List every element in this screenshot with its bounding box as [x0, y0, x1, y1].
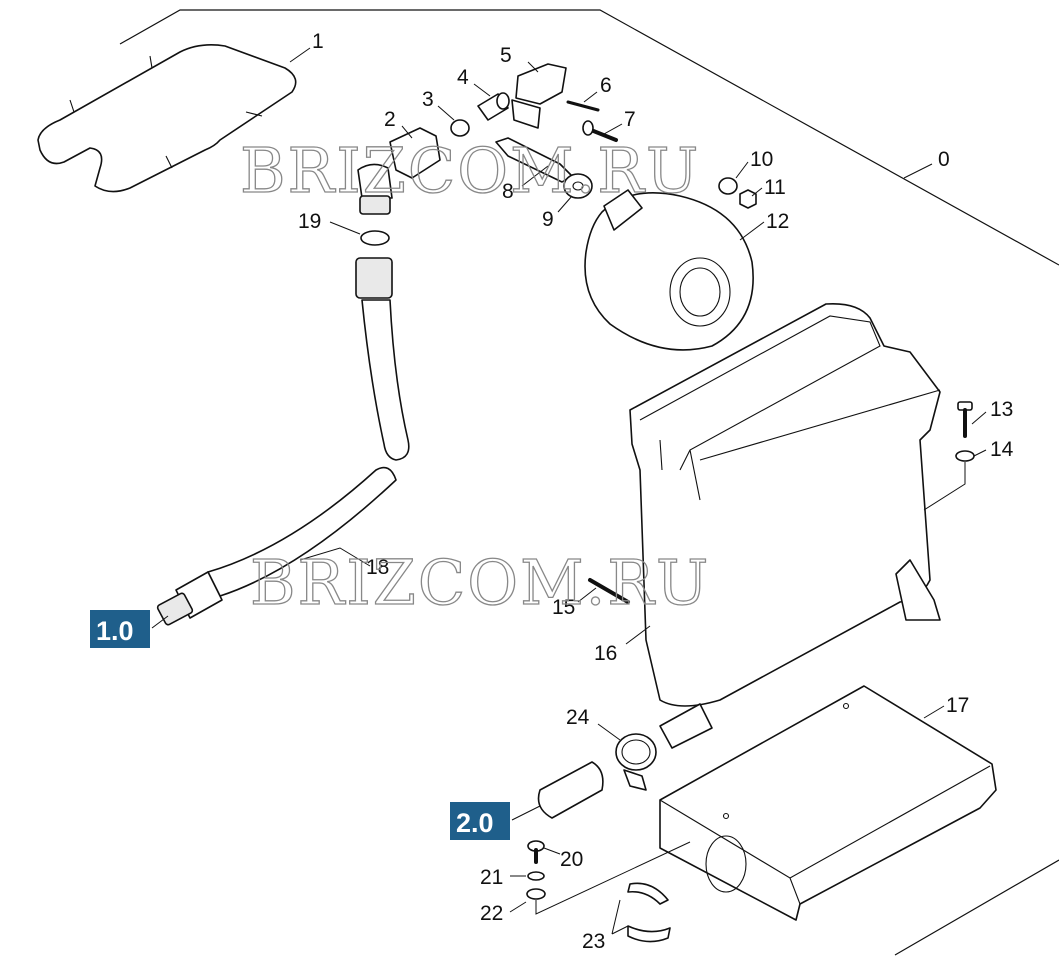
part-valve-body [511, 63, 567, 129]
callout-8: 8 [502, 180, 514, 203]
part-screw-13 [957, 401, 973, 438]
connection-badge-1-0: 1.0 [90, 610, 150, 648]
part-hose [156, 257, 410, 626]
part-angle-fitting [357, 127, 441, 215]
part-washer-14 [955, 450, 975, 462]
callout-16: 16 [594, 642, 617, 665]
badge-background [90, 610, 150, 648]
callout-15: 15 [552, 596, 575, 619]
part-bolt-7 [582, 120, 618, 142]
callout-assembly-0: 0 [938, 148, 950, 171]
part-screw-20 [527, 840, 545, 864]
callout-18: 18 [366, 556, 389, 579]
callout-9: 9 [542, 208, 554, 231]
callout-22: 22 [480, 902, 503, 925]
callout-2: 2 [384, 108, 396, 131]
callout-10: 10 [750, 148, 773, 171]
part-float-holder [563, 173, 593, 199]
callout-5: 5 [500, 44, 512, 67]
callout-13: 13 [990, 398, 1013, 421]
callout-7: 7 [624, 108, 636, 131]
part-water-tank [629, 302, 941, 707]
part-washer-22 [526, 888, 546, 900]
callout-23: 23 [582, 930, 605, 953]
callout-12: 12 [766, 210, 789, 233]
part-drain-bolt [588, 578, 630, 604]
callout-3: 3 [422, 88, 434, 111]
callout-24: 24 [566, 706, 590, 729]
callout-19: 19 [298, 210, 321, 233]
part-washer-21 [527, 871, 545, 881]
part-nut [739, 189, 757, 209]
connection-badge-2-0: 2.0 [450, 802, 510, 840]
callout-20: 20 [560, 848, 583, 871]
callout-11: 11 [764, 176, 786, 199]
part-float [584, 189, 754, 351]
part-sleeve [477, 92, 510, 121]
watermark-bottom: BRIZCOM.RU [250, 546, 710, 619]
assembly-frame-bottom [894, 859, 1059, 956]
part-hose-clamp [615, 733, 657, 791]
callout-14: 14 [990, 438, 1014, 461]
part-bushing-small [450, 119, 470, 137]
callout-4: 4 [457, 66, 469, 89]
watermark-top: BRIZCOM.RU [240, 134, 700, 207]
part-gasket [37, 44, 297, 193]
badge-label: 1.0 [96, 616, 134, 646]
assembly-frame [119, 9, 1059, 266]
callout-21: 21 [480, 866, 503, 889]
part-outlet-nipple [659, 703, 713, 749]
callout-17: 17 [946, 694, 969, 717]
leader-lines [151, 47, 987, 935]
callout-6: 6 [600, 74, 612, 97]
part-washer-10 [718, 177, 738, 195]
badge-background [450, 802, 510, 840]
part-grommet [627, 882, 671, 943]
part-hose-piece [537, 761, 604, 819]
callout-1: 1 [312, 30, 324, 53]
badge-label: 2.0 [456, 808, 494, 838]
part-seal-ring [360, 230, 390, 246]
part-mounting-plate [659, 685, 997, 921]
part-pin [566, 100, 600, 112]
